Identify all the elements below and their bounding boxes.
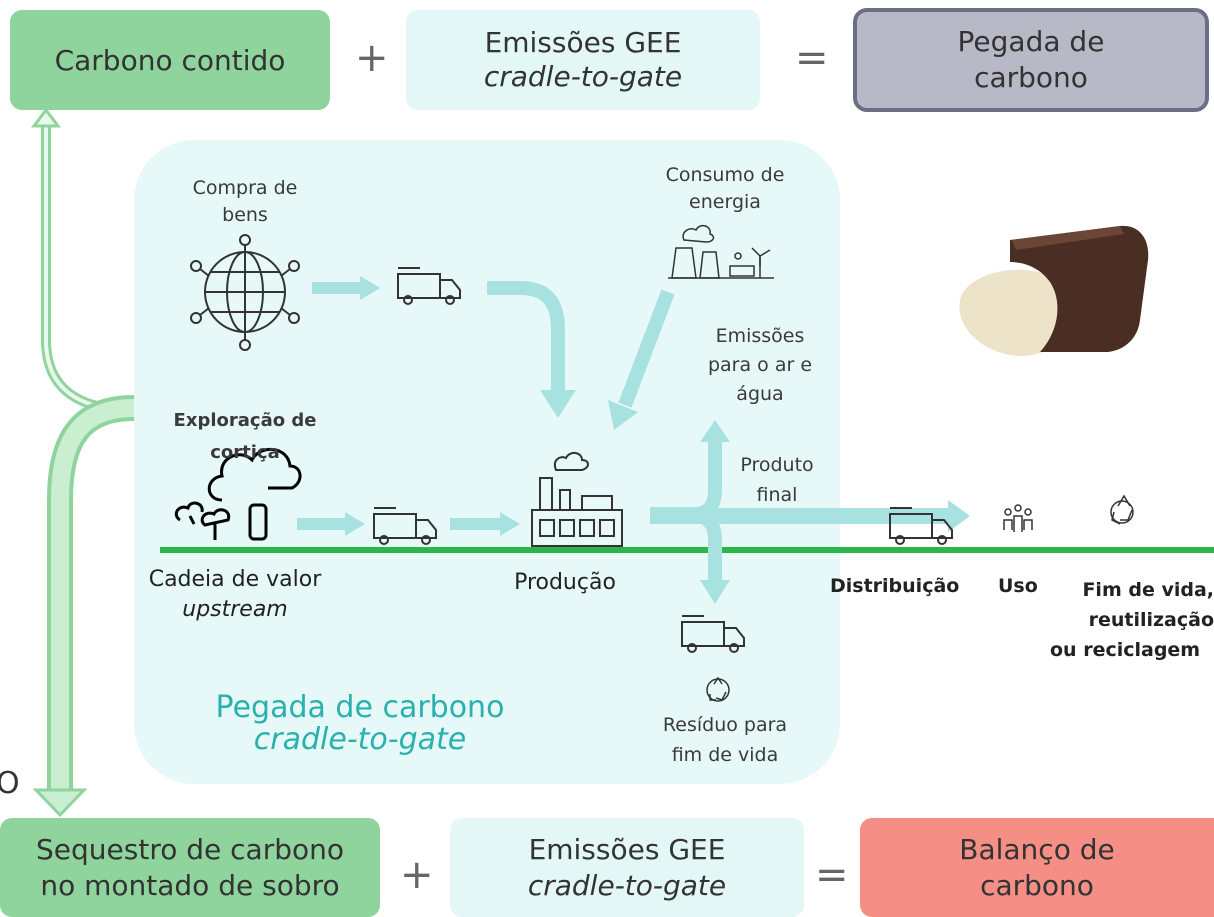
carbon-content-box: Carbono contido [10, 10, 330, 110]
upstream-line2: upstream [182, 597, 288, 622]
use-stage-label: Uso [998, 575, 1038, 597]
eol-line1: Fim de vida, [1082, 579, 1214, 601]
footprint-line1: Pegada de [957, 25, 1105, 58]
cork-stopper-image [959, 225, 1149, 356]
sequestration-box: Sequestro de carbono no montado de sobro [0, 818, 380, 917]
product-line1: Produto [740, 454, 814, 476]
energy-label: Consumo de energia [645, 162, 805, 216]
factory-icon [531, 452, 623, 547]
balance-line1: Balanço de [959, 832, 1115, 866]
bottom-emissions-line2: cradle-to-gate [527, 868, 727, 902]
energy-line1: Consumo de [665, 164, 785, 186]
cork-exploration-label: Exploração de cortiça [150, 405, 340, 469]
top-emissions-line2: cradle-to-gate [483, 60, 683, 93]
purchase-line2: bens [222, 204, 268, 226]
upstream-line1: Cadeia de valor [148, 567, 322, 592]
end-of-life-stage-label: Fim de vida, reutilização ou reciclagem [1040, 575, 1214, 665]
waste-line1: Resíduo para [662, 714, 788, 736]
power-plant-icon [668, 224, 774, 279]
cradle-to-gate-region [134, 140, 840, 784]
truck-icon-2 [373, 507, 437, 545]
top-emissions-box: Emissões GEE cradle-to-gate [406, 10, 760, 110]
region-title: Pegada de carbono cradle-to-gate [170, 692, 550, 756]
product-line2: final [756, 484, 798, 506]
globe-network-icon [190, 234, 300, 351]
eol-line2: reutilização [1088, 609, 1214, 631]
distribution-stage-label: Distribuição [830, 575, 960, 597]
energy-line2: energia [689, 191, 761, 213]
recycle-icon-waste [706, 676, 730, 702]
sequestration-line2: no montado de sobro [40, 868, 340, 902]
exploration-line1: Exploração de [173, 410, 317, 431]
people-icon [1003, 504, 1033, 532]
region-line2: cradle-to-gate [253, 722, 467, 757]
bottom-emissions-box: Emissões GEE cradle-to-gate [450, 818, 804, 917]
carbon-content-label: Carbono contido [54, 43, 286, 77]
bottom-equals-sign: = [815, 852, 849, 898]
cork-tree-icon [174, 447, 302, 541]
waste-line2: fim de vida [671, 744, 779, 766]
production-stage-label: Produção [490, 570, 640, 595]
carbon-balance-box: Balanço de carbono [860, 818, 1214, 917]
emissions-line1: Emissões [715, 325, 805, 347]
truck-icon-waste [681, 615, 745, 653]
exploration-line2: cortiça [210, 442, 280, 463]
region-line1: Pegada de carbono [215, 690, 505, 725]
eol-line3: ou reciclagem [1050, 639, 1201, 661]
bottom-emissions-line1: Emissões GEE [528, 832, 726, 866]
top-equals-sign: = [795, 35, 829, 81]
waste-label: Resíduo para fim de vida [640, 710, 810, 770]
emissions-line3: água [736, 383, 784, 405]
final-product-label: Produto final [712, 450, 842, 510]
production-text: Produção [514, 570, 616, 595]
truck-icon-1 [397, 267, 461, 305]
air-water-emissions-label: Emissões para o ar e água [685, 322, 835, 409]
top-emissions-line1: Emissões GEE [484, 26, 682, 59]
balance-line2: carbono [980, 868, 1094, 902]
carbon-footprint-box: Pegada de carbono [853, 8, 1209, 112]
teal-arrows [297, 276, 970, 604]
purchase-line1: Compra de [192, 177, 298, 199]
top-plus-sign: + [355, 35, 389, 81]
upstream-stage-label: Cadeia de valor upstream [130, 565, 340, 625]
truck-icon-distribution [889, 507, 953, 545]
green-split-arrow [31, 107, 135, 818]
bottom-plus-sign: + [400, 852, 434, 898]
recycle-icon-eol [1110, 494, 1134, 525]
emissions-line2: para o ar e [707, 354, 813, 376]
side-fragment-letter: O [0, 766, 20, 801]
purchase-label: Compra de bens [170, 175, 320, 229]
footprint-line2: carbono [974, 61, 1088, 94]
sequestration-line1: Sequestro de carbono [36, 832, 344, 866]
